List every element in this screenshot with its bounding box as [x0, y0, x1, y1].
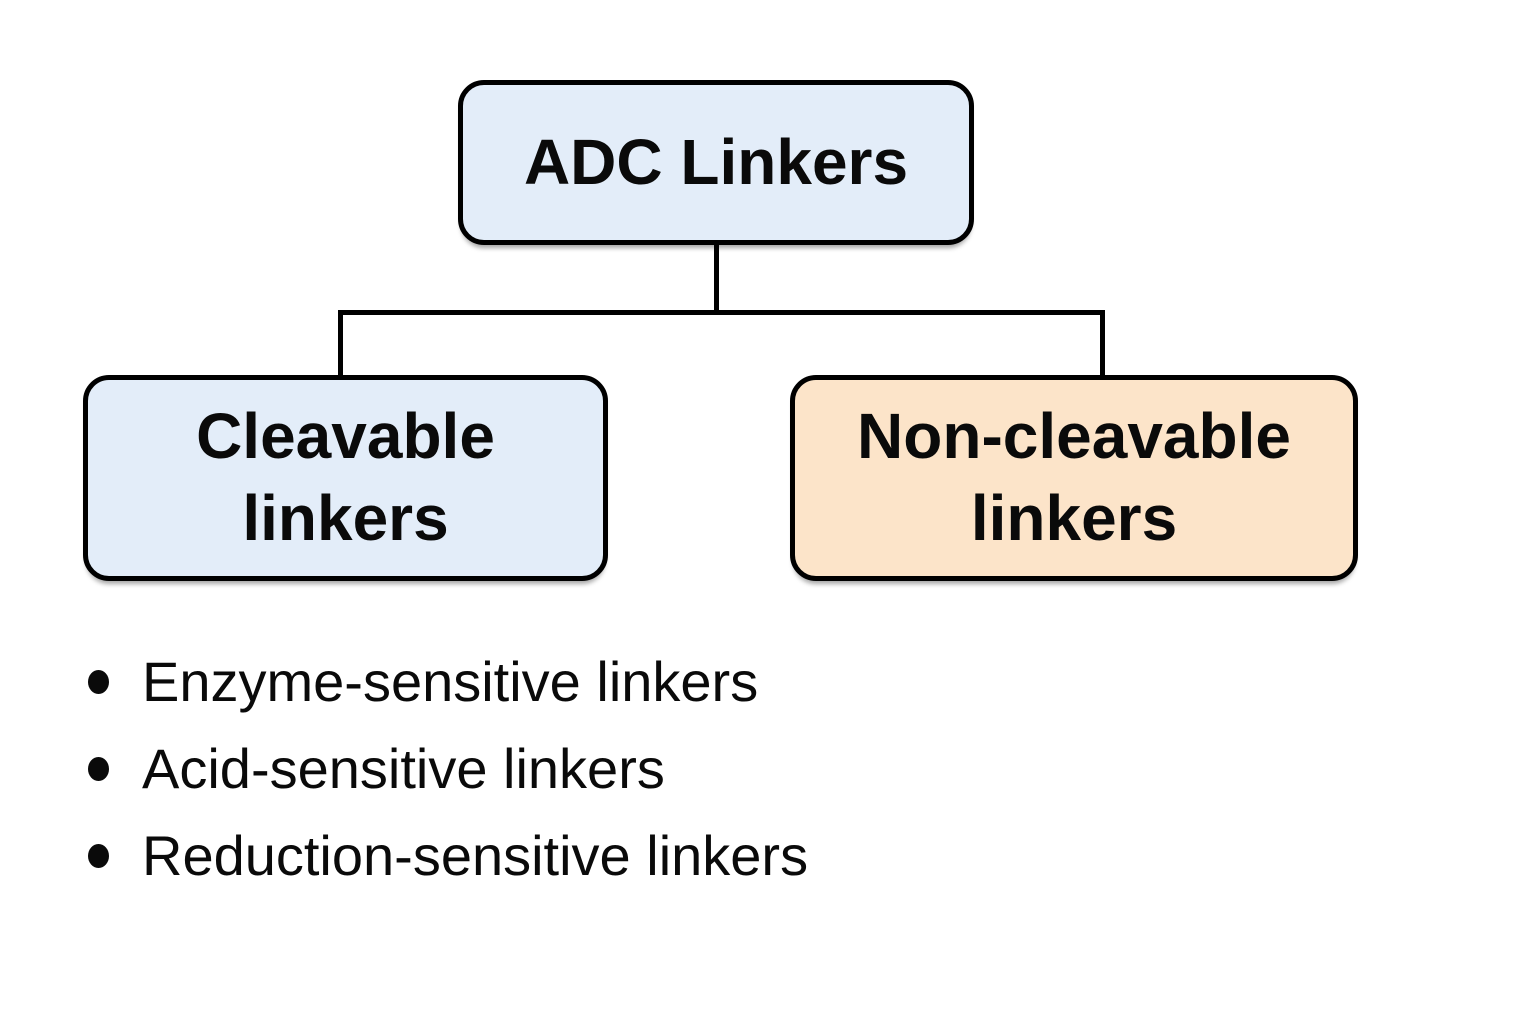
connector-drop-left — [338, 310, 343, 377]
node-adc-linkers-label: ADC Linkers — [523, 125, 909, 198]
node-cleavable-linkers-label: Cleavable linkers — [196, 400, 495, 554]
node-non-cleavable-linkers: Non-cleavable linkers — [790, 375, 1358, 581]
list-item: Acid-sensitive linkers — [88, 739, 808, 799]
list-item-label: Acid-sensitive linkers — [142, 737, 665, 800]
connector-drop-right — [1100, 310, 1105, 377]
node-non-cleavable-linkers-label: Non-cleavable linkers — [857, 400, 1291, 554]
node-adc-linkers: ADC Linkers — [458, 80, 974, 245]
cleavable-linker-types-list: Enzyme-sensitive linkers Acid-sensitive … — [88, 652, 808, 913]
list-item: Enzyme-sensitive linkers — [88, 652, 808, 712]
list-item-label: Reduction-sensitive linkers — [142, 824, 809, 887]
connector-root-stem — [714, 243, 719, 313]
bullet-icon — [88, 757, 109, 781]
node-cleavable-linkers: Cleavable linkers — [83, 375, 608, 581]
list-item-label: Enzyme-sensitive linkers — [142, 650, 759, 713]
bullet-icon — [88, 670, 109, 694]
list-item: Reduction-sensitive linkers — [88, 826, 808, 886]
bullet-icon — [88, 844, 109, 868]
connector-horizontal-bar — [338, 310, 1105, 315]
